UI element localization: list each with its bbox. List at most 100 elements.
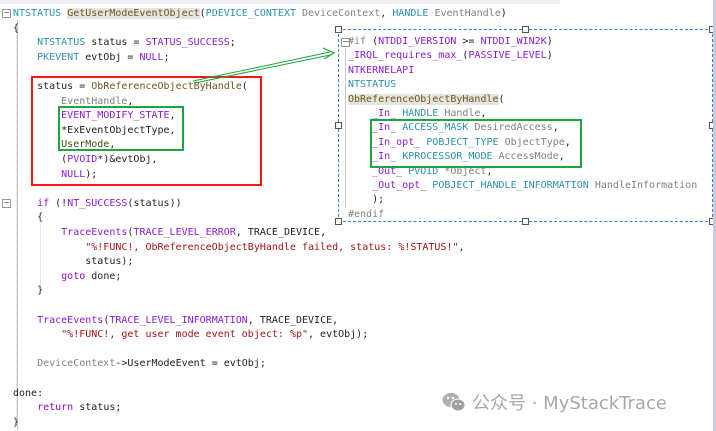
code-token: done; xyxy=(91,270,122,282)
code-line: return status; xyxy=(13,401,121,416)
code-token: , xyxy=(486,165,493,177)
code-token: ->UserModeEvent = evtObj; xyxy=(115,358,266,370)
code-token: HandleInformation xyxy=(594,180,698,191)
code-token: ObReferenceObjectByHandle xyxy=(91,81,242,92)
code-line: "%!FUNC!, get user mode event object: %p… xyxy=(13,328,368,343)
code-token: , TRACE_DEVICE, xyxy=(235,227,327,238)
code-token: POBJECT_HANDLE_INFORMATION xyxy=(432,180,595,191)
code-token: DeviceContext xyxy=(13,358,116,370)
arrow-head xyxy=(322,47,336,60)
code-line: "%!FUNC!, ObReferenceObjectByHandle fail… xyxy=(13,241,465,256)
code-token: return xyxy=(13,402,80,414)
arrow-line xyxy=(192,51,331,82)
resize-handle[interactable] xyxy=(335,218,342,225)
code-token: _Out_opt_ xyxy=(348,180,433,191)
code-token: , xyxy=(380,8,393,19)
code-token: , xyxy=(558,151,565,163)
peek-definition-window[interactable]: − xyxy=(335,26,716,225)
code-token: status; xyxy=(79,402,122,414)
code-token: NTKERNELAPI xyxy=(348,64,415,76)
code-token: ObReferenceObjectByHandle xyxy=(348,93,499,105)
resize-handle[interactable] xyxy=(335,26,342,33)
resize-handle[interactable] xyxy=(522,26,529,33)
code-token: , xyxy=(480,108,487,119)
code-token: { xyxy=(13,212,44,224)
code-token: if xyxy=(13,197,56,209)
code-token: _In_opt_ xyxy=(348,136,427,148)
code-token: POBJECT_TYPE xyxy=(426,136,505,148)
code-line: done: xyxy=(13,387,43,402)
code-token: ( xyxy=(372,36,379,47)
code-token: AccessMode xyxy=(498,151,559,163)
code-line: UserMode, xyxy=(13,138,115,153)
code-token: TRACE_LEVEL_ERROR xyxy=(133,227,236,238)
code-line: _IRQL_requires_max_(PASSIVE_LEVEL) xyxy=(348,49,553,64)
code-line: } xyxy=(13,284,43,299)
code-line: NTSTATUS status = STATUS_SUCCESS; xyxy=(13,36,236,51)
code-line: NTKERNELAPI xyxy=(348,64,414,79)
highlight-args-box xyxy=(58,106,184,151)
code-token: PVOID xyxy=(67,154,98,165)
highlight-params-box xyxy=(370,119,582,168)
resize-handle[interactable] xyxy=(522,218,529,225)
code-token: EventHandle xyxy=(434,8,501,19)
code-token: NTDDI_WIN2K xyxy=(480,36,547,47)
code-token: NTDDI_VERSION xyxy=(378,36,457,47)
code-token: ; xyxy=(163,51,170,63)
code-token: ); xyxy=(348,194,385,206)
code-line: NTSTATUS xyxy=(348,78,396,93)
code-token: NULL xyxy=(13,168,86,180)
code-token: , xyxy=(127,95,134,107)
code-token: goto xyxy=(13,270,92,282)
code-line: ); xyxy=(348,193,384,208)
code-token: KPROCESSOR_MODE xyxy=(402,151,499,163)
code-token: ) xyxy=(546,36,553,47)
code-token: status = xyxy=(91,37,146,49)
fold-toggle-if[interactable]: − xyxy=(2,198,11,208)
code-token: status = xyxy=(13,81,92,92)
fold-guide xyxy=(345,48,346,208)
code-token: ) xyxy=(546,50,553,62)
code-token: , xyxy=(109,139,116,151)
code-token: ACCESS_MASK xyxy=(402,122,475,134)
code-line: #if (NTDDI_VERSION >= NTDDI_WIN2K) xyxy=(348,35,553,50)
code-token: HANDLE xyxy=(392,8,435,19)
editor-top-bar xyxy=(0,0,560,4)
code-token: TraceEvents xyxy=(13,227,128,238)
code-line: { xyxy=(13,211,43,226)
code-line: ObReferenceObjectByHandle( xyxy=(348,93,505,108)
code-token: , xyxy=(169,110,176,122)
code-token: ( xyxy=(498,93,505,105)
code-token: ( xyxy=(127,227,134,238)
code-token: NTSTATUS xyxy=(13,8,68,19)
code-token: EVENT_MODIFY_STATE xyxy=(13,110,170,122)
code-token: "%!FUNC!, ObReferenceObjectByHandle fail… xyxy=(13,241,459,253)
fold-guide xyxy=(17,20,18,430)
code-token: ( xyxy=(462,50,469,62)
code-line: status = ObReferenceObjectByHandle( xyxy=(13,80,248,95)
code-line: DeviceContext->UserModeEvent = evtObj; xyxy=(13,357,266,372)
code-token: , xyxy=(458,241,465,253)
code-line: if (!NT_SUCCESS(status)) xyxy=(13,197,182,212)
code-token: Handle xyxy=(444,108,481,119)
code-token: #if xyxy=(348,36,373,47)
code-token: TraceEvents xyxy=(13,314,104,326)
scrollbar-edge[interactable] xyxy=(713,0,716,431)
code-line: NULL); xyxy=(13,168,97,183)
code-token: } xyxy=(13,285,44,297)
code-token: _In_ xyxy=(348,122,403,134)
code-token: status); xyxy=(13,256,134,268)
fold-toggle-function[interactable]: − xyxy=(2,8,11,18)
fold-toggle-if[interactable]: − xyxy=(341,37,350,47)
code-line: _Out_ PVOID *Object, xyxy=(348,165,493,180)
code-token: } xyxy=(13,416,20,428)
resize-handle[interactable] xyxy=(335,122,342,129)
highlight-call-box xyxy=(31,76,262,186)
code-token: (! xyxy=(55,197,68,209)
code-token: ); xyxy=(85,168,98,180)
indent-guide xyxy=(40,222,41,287)
code-token: PDEVICE_CONTEXT xyxy=(205,8,302,19)
code-token: #endif xyxy=(348,208,385,220)
code-token: *Object xyxy=(444,165,487,177)
